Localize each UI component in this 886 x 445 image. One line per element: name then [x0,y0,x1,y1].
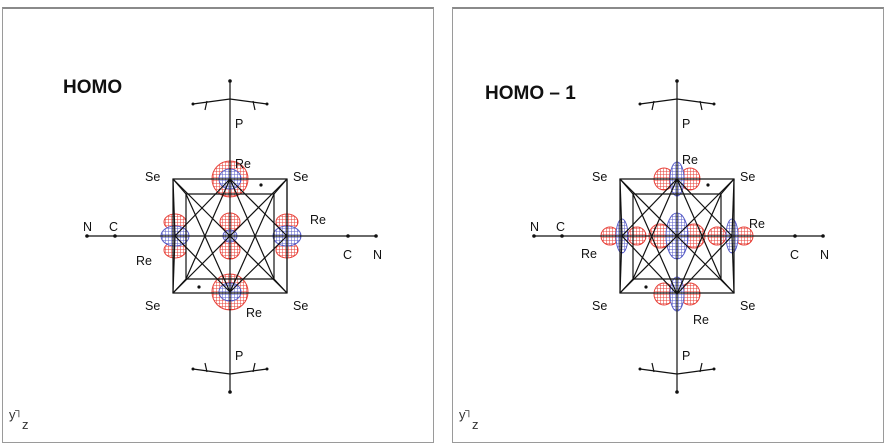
label-re-top: Re [235,157,251,171]
axis-y-label: y [459,407,466,422]
homo-diagram: P P Se Se Se Se Re Re Re Re N C C N [83,79,382,394]
axis-y-label: y [9,407,16,422]
atom-dots [532,79,825,394]
homo-minus-1-panel: P P Se Se Se Se Re Re Re Re N C C N HOMO… [452,7,884,443]
label-n-left: N [530,220,539,234]
label-re-top: Re [682,153,698,167]
axis-z-label: z [22,417,29,432]
label-p-bottom: P [235,349,243,363]
label-c-left: C [556,220,565,234]
axis-indicator: y ┐ z [459,405,479,432]
label-se-bl: Se [592,299,607,313]
label-se-br: Se [293,299,308,313]
label-se-br: Se [740,299,755,313]
label-p-top: P [235,117,243,131]
label-p-bottom: P [682,349,690,363]
homo-panel: P P Se Se Se Se Re Re Re Re N C C N HOMO… [2,7,434,443]
atom-dots [85,79,378,394]
label-re-left: Re [136,254,152,268]
cluster-bonds [87,81,376,392]
label-se-tr: Se [293,170,308,184]
axis-z-label: z [472,417,479,432]
label-c-left: C [109,220,118,234]
label-n-left: N [83,220,92,234]
label-n-right: N [820,248,829,262]
label-re-right: Re [749,217,765,231]
panel-title-homo-minus-1: HOMO – 1 [485,83,576,104]
label-re-right: Re [310,213,326,227]
label-se-tl: Se [592,170,607,184]
label-re-left: Re [581,247,597,261]
label-c-right: C [343,248,352,262]
label-se-tr: Se [740,170,755,184]
axis-indicator: y ┐ z [9,405,29,432]
label-re-bottom: Re [693,313,709,327]
cluster-bonds [534,81,823,392]
label-re-bottom: Re [246,306,262,320]
label-p-top: P [682,117,690,131]
homo-minus-1-diagram: P P Se Se Se Se Re Re Re Re N C C N [530,79,829,394]
label-se-bl: Se [145,299,160,313]
label-se-tl: Se [145,170,160,184]
panel-title-homo: HOMO [63,77,123,98]
label-c-right: C [790,248,799,262]
label-n-right: N [373,248,382,262]
